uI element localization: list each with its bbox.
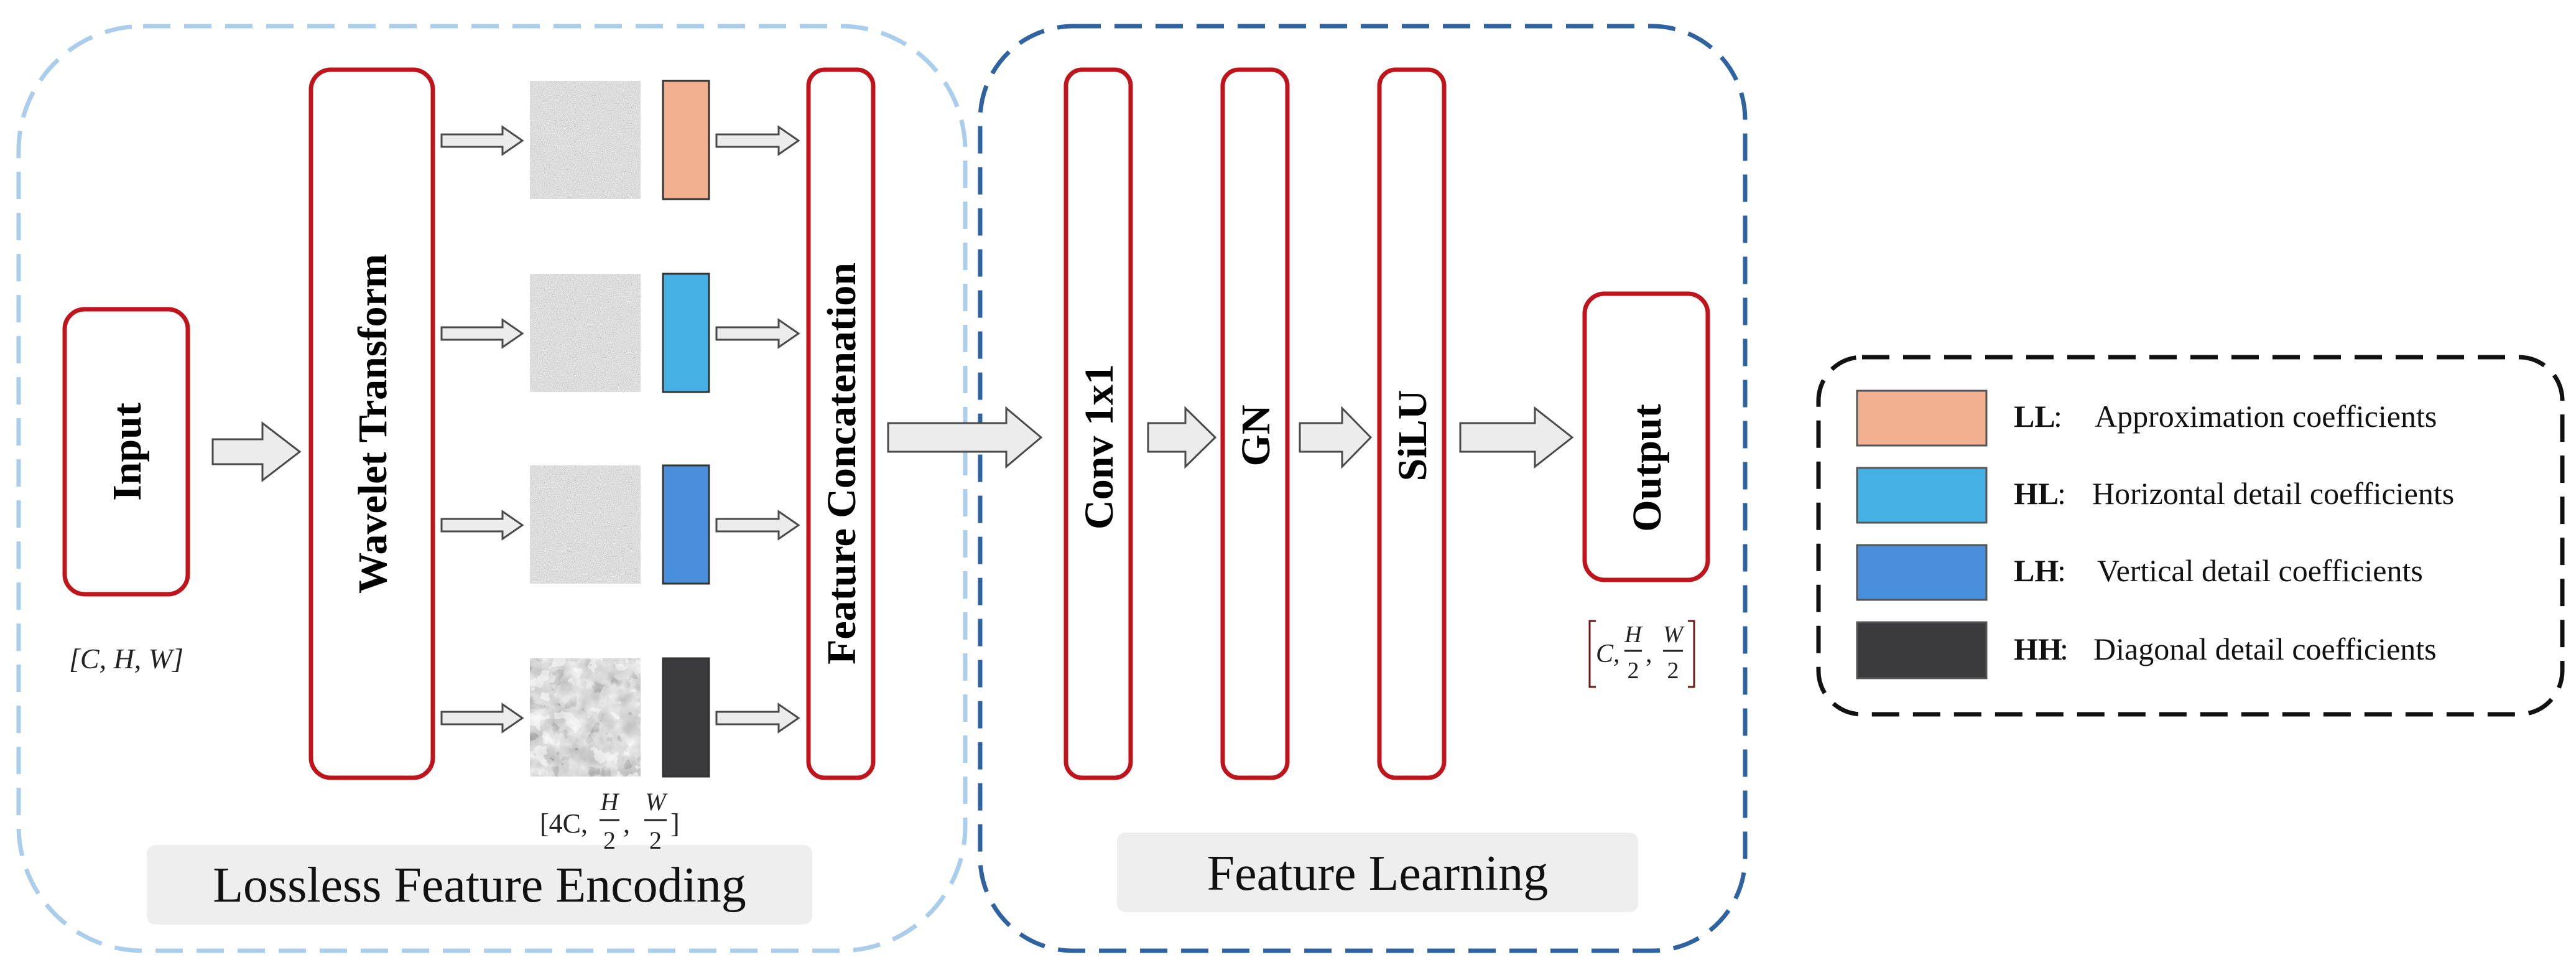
output-label: Output: [1624, 404, 1670, 531]
gn-box: [1220, 67, 1290, 780]
output-shape-open-bracket: [1588, 620, 1596, 688]
subband-image-hl: [530, 274, 641, 392]
subband-shape-label: [4C, H 2 , W 2 ]: [540, 788, 680, 854]
output-shape-w: W: [1663, 622, 1685, 648]
swatch-hl: [662, 273, 710, 393]
arrow-wavelet-to-ll-image: [440, 125, 524, 156]
arrow-silu-to-output: [1459, 406, 1574, 469]
swatch-hh: [662, 657, 710, 778]
legend-text-hh: Diagonal detail coefficients: [2093, 632, 2437, 666]
silu-block: SiLU: [1377, 67, 1447, 780]
arrow-gn-to-silu: [1299, 406, 1373, 469]
legend-swatch-hl: [1856, 467, 1988, 524]
output-shape-h-den: 2: [1628, 658, 1639, 684]
arrow-lh-to-concat: [715, 510, 800, 541]
legend-colon-hl: :: [2057, 476, 2066, 511]
legend-swatch-hh: [1856, 621, 1988, 679]
output-block: Output: [1582, 291, 1710, 582]
output-shape-close-bracket: [1688, 620, 1695, 688]
subband-shape-prefix: [4C,: [540, 808, 588, 839]
legend-colon-hh: :: [2060, 632, 2069, 666]
arrow-wavelet-to-hh-image: [440, 702, 524, 734]
arrow-ll-to-concat: [715, 125, 800, 156]
input-box: [62, 307, 190, 597]
legend-colon-ll: :: [2054, 399, 2062, 434]
silu-box: [1377, 67, 1447, 780]
encoding-panel-border: [16, 24, 968, 953]
flow-arrows: [211, 125, 1574, 734]
output-box: [1582, 291, 1710, 582]
output-shape-w-den: 2: [1667, 658, 1679, 684]
conv-block: Conv 1x1: [1063, 67, 1133, 780]
legend-text-hl: Horizontal detail coefficients: [2092, 476, 2454, 511]
output-shape-h: H: [1624, 622, 1643, 648]
conv-label: Conv 1x1: [1077, 364, 1122, 530]
subband-shape-h: H: [600, 788, 620, 816]
subband-shape-comma: ,: [623, 808, 630, 839]
subband-image-lh: [530, 465, 641, 584]
silu-label: SiLU: [1390, 390, 1435, 482]
legend-code-hl: HL: [2014, 476, 2059, 511]
subband-swatches: [662, 80, 710, 778]
legend-code-hh: HH: [2014, 632, 2062, 666]
input-block: Input: [62, 307, 190, 597]
legend-swatch-ll: [1856, 390, 1988, 447]
learning-title-bg: [1117, 833, 1638, 912]
wavelet-label: Wavelet Transform: [350, 254, 396, 594]
output-shape-c: C,: [1596, 640, 1620, 668]
arrow-conv-to-gn: [1147, 406, 1217, 469]
subband-image-hh: [530, 658, 641, 777]
legend-text-ll: Approximation coefficients: [2095, 399, 2437, 434]
legend-border: [1816, 355, 2565, 717]
swatch-lh: [662, 464, 710, 585]
wavelet-box: [308, 67, 435, 780]
feature-concatenation-block: Feature Concatenation: [806, 67, 876, 780]
gn-block: GN: [1220, 67, 1290, 780]
encoding-title: Lossless Feature Encoding: [213, 858, 746, 913]
legend-swatch-lh: [1856, 544, 1988, 601]
concat-box: [806, 67, 876, 780]
swatch-ll: [662, 80, 710, 200]
legend-text-lh: Vertical detail coefficients: [2097, 553, 2423, 588]
subband-shape-w-den: 2: [649, 826, 662, 854]
subband-shape-close: ]: [670, 808, 680, 839]
arrow-hh-to-concat: [715, 702, 800, 734]
learning-panel-border: [978, 24, 1748, 953]
arrow-wavelet-to-lh-image: [440, 510, 524, 541]
concat-label: Feature Concatenation: [819, 263, 864, 665]
subband-shape-h-den: 2: [603, 826, 616, 854]
output-shape-label: C, H 2 , W 2: [1588, 620, 1695, 688]
input-label: Input: [104, 403, 150, 501]
learning-title: Feature Learning: [1207, 846, 1549, 901]
conv-box: [1063, 67, 1133, 780]
subband-shape-w: W: [645, 788, 668, 816]
subband-images: [530, 81, 641, 777]
arrow-concat-to-conv: [887, 406, 1043, 469]
arrow-wavelet-to-hl-image: [440, 318, 524, 349]
legend: LL : Approximation coefficients HL : Hor…: [1816, 355, 2565, 717]
encoding-title-bg: [147, 845, 812, 925]
arrow-input-to-wavelet: [211, 421, 302, 483]
legend-code-lh: LH: [2014, 553, 2059, 588]
subband-image-ll: [530, 81, 641, 199]
feature-learning-panel: Feature Learning: [978, 24, 1748, 953]
legend-code-ll: LL: [2014, 399, 2055, 434]
input-shape-label: [C, H, W]: [69, 643, 183, 674]
gn-label: GN: [1233, 405, 1279, 467]
arrow-hl-to-concat: [715, 318, 800, 349]
lossless-feature-encoding-panel: Lossless Feature Encoding: [16, 24, 968, 953]
legend-colon-lh: :: [2057, 553, 2066, 588]
output-shape-comma: ,: [1646, 640, 1652, 668]
wavelet-transform-block: Wavelet Transform: [308, 67, 435, 780]
